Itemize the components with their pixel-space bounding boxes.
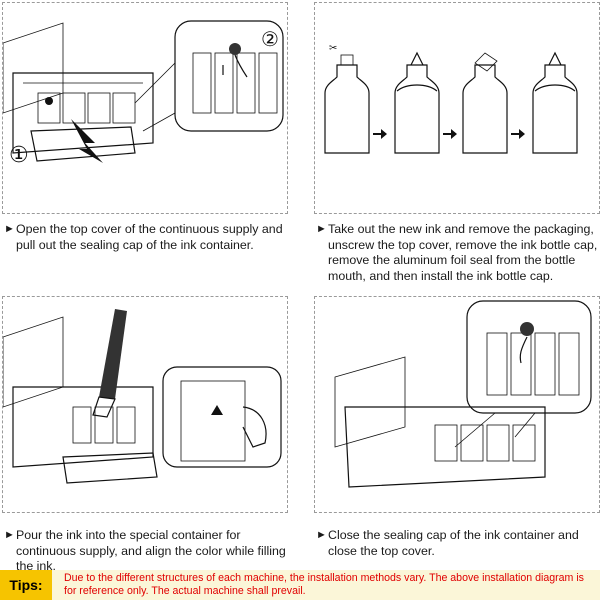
step-2-text: Take out the new ink and remove the pack… (328, 222, 598, 283)
step-3-text: Pour the ink into the special container … (16, 528, 286, 574)
pour-ink-drawing (3, 309, 282, 484)
step-4-text: Close the sealing cap of the ink contain… (328, 528, 579, 558)
step-4-caption: ► Close the sealing cap of the ink conta… (316, 528, 600, 559)
step-4-illustration (314, 296, 600, 513)
step-2-illustration: ✂ (314, 2, 600, 214)
step-2-caption: ► Take out the new ink and remove the pa… (316, 222, 600, 284)
step-1-illustration: ① ② (2, 2, 288, 214)
tips-text: Due to the different structures of each … (64, 572, 584, 597)
bullet-arrow-icon: ► (316, 529, 327, 541)
ink-bottle-sequence-drawing: ✂ (324, 43, 578, 154)
bullet-arrow-icon: ► (316, 223, 327, 235)
badge-2: ② (261, 27, 279, 51)
printer-open-cover-drawing (3, 20, 284, 163)
svg-text:✂: ✂ (329, 43, 337, 54)
bullet-arrow-icon: ► (4, 529, 15, 541)
tips-bar: Tips: Due to the different structures of… (0, 570, 600, 600)
close-cap-drawing (334, 300, 592, 488)
step-1-text: Open the top cover of the continuous sup… (16, 222, 283, 252)
badge-1: ① (9, 143, 29, 168)
tips-label: Tips: (0, 570, 52, 600)
bullet-arrow-icon: ► (4, 223, 15, 235)
step-3-caption: ► Pour the ink into the special containe… (4, 528, 292, 575)
step-1-caption: ► Open the top cover of the continuous s… (4, 222, 296, 253)
step-3-illustration (2, 296, 288, 513)
